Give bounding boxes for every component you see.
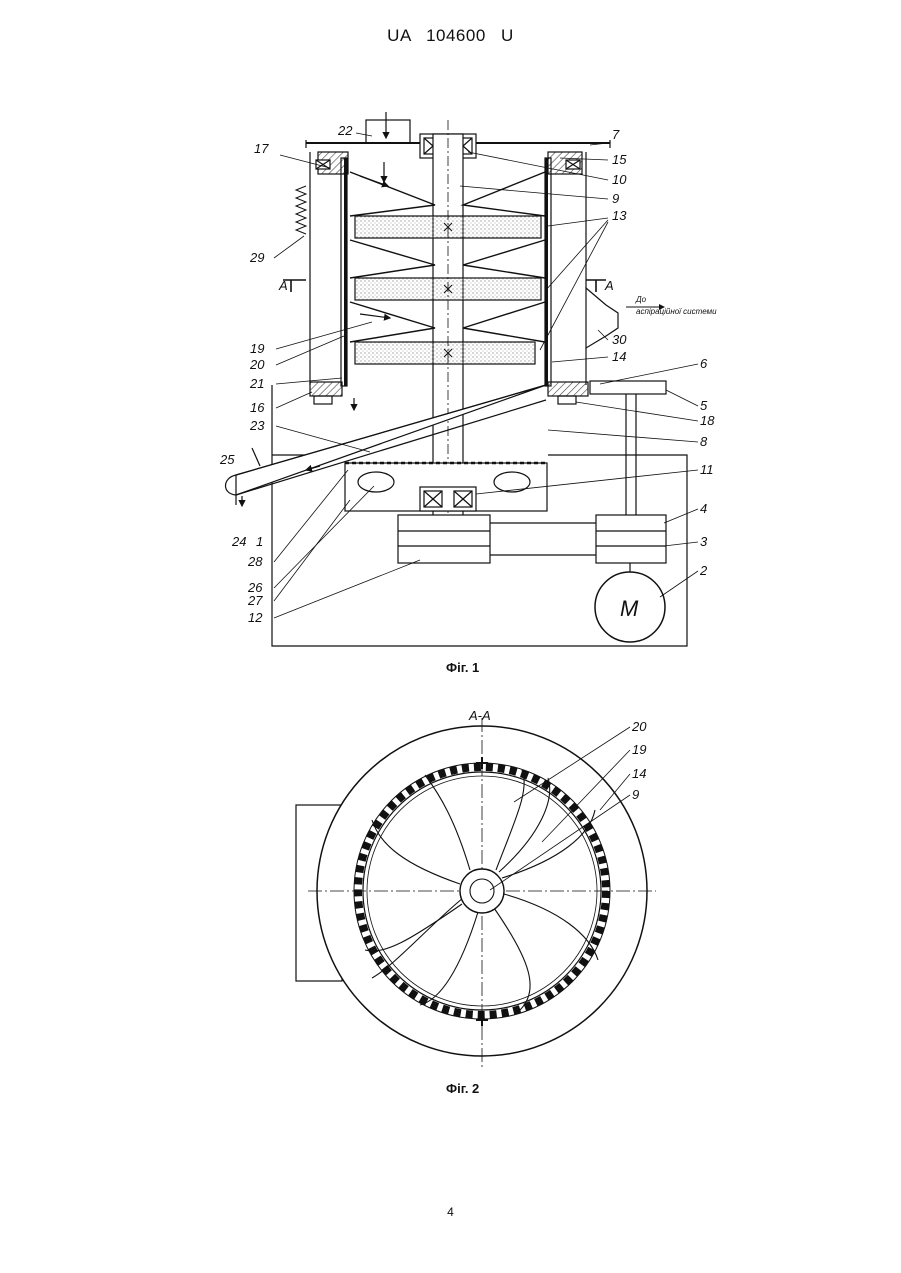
drive-pulley-large xyxy=(398,515,490,563)
callout-12: 12 xyxy=(248,610,263,625)
callout-30: 30 xyxy=(612,332,627,347)
callout-5: 5 xyxy=(700,398,708,413)
callout-13: 13 xyxy=(612,208,627,223)
section-title: А-А xyxy=(468,708,491,723)
upper-pulley-5 xyxy=(590,381,666,394)
callout-3: 3 xyxy=(700,534,708,549)
callout-16: 16 xyxy=(250,400,265,415)
callout-24: 24 xyxy=(231,534,246,549)
figure-2-caption: Фіг. 2 xyxy=(446,1081,479,1096)
callout-1: 1 xyxy=(256,534,263,549)
callout-9-fig2: 9 xyxy=(632,787,639,802)
callout-9: 9 xyxy=(612,191,619,206)
spring-29 xyxy=(296,186,306,234)
callout-14: 14 xyxy=(612,349,626,364)
callout-19: 19 xyxy=(250,341,264,356)
callout-8: 8 xyxy=(700,434,708,449)
callout-28: 28 xyxy=(247,554,263,569)
sieve-right-wall xyxy=(545,158,551,386)
callout-4: 4 xyxy=(700,501,707,516)
callout-14-fig2: 14 xyxy=(632,766,646,781)
callout-22: 22 xyxy=(337,123,353,138)
callout-17: 17 xyxy=(254,141,269,156)
section-mark-left: A xyxy=(278,278,288,293)
callout-11: 11 xyxy=(700,462,714,477)
callout-10: 10 xyxy=(612,172,627,187)
outlet-note-2: аспіраційної системи xyxy=(636,307,717,316)
callout-27: 27 xyxy=(247,593,263,608)
motor-label: M xyxy=(620,596,639,621)
callout-21: 21 xyxy=(249,376,264,391)
callout-20-fig2: 20 xyxy=(631,719,647,734)
callout-2: 2 xyxy=(699,563,708,578)
callout-29: 29 xyxy=(249,250,264,265)
hub-outer xyxy=(460,869,504,913)
callout-20: 20 xyxy=(249,357,265,372)
callout-15: 15 xyxy=(612,152,627,167)
callout-7: 7 xyxy=(612,127,620,142)
outlet-note-1: До xyxy=(635,295,647,304)
section-mark-right: A xyxy=(604,278,614,293)
callout-18: 18 xyxy=(700,413,715,428)
figure-2-cross-section xyxy=(296,718,656,1068)
callout-23: 23 xyxy=(249,418,265,433)
rotor-disc-3 xyxy=(355,342,535,364)
drive-pulley-small xyxy=(596,515,666,563)
callout-19-fig2: 19 xyxy=(632,742,646,757)
callout-6: 6 xyxy=(700,356,708,371)
sieve-left-wall xyxy=(341,158,347,386)
product-outlet xyxy=(226,475,237,505)
feed-inlet xyxy=(366,120,410,143)
page-number: 4 xyxy=(0,1205,901,1219)
figure-1-caption: Фіг. 1 xyxy=(446,660,479,675)
callout-25: 25 xyxy=(219,452,235,467)
